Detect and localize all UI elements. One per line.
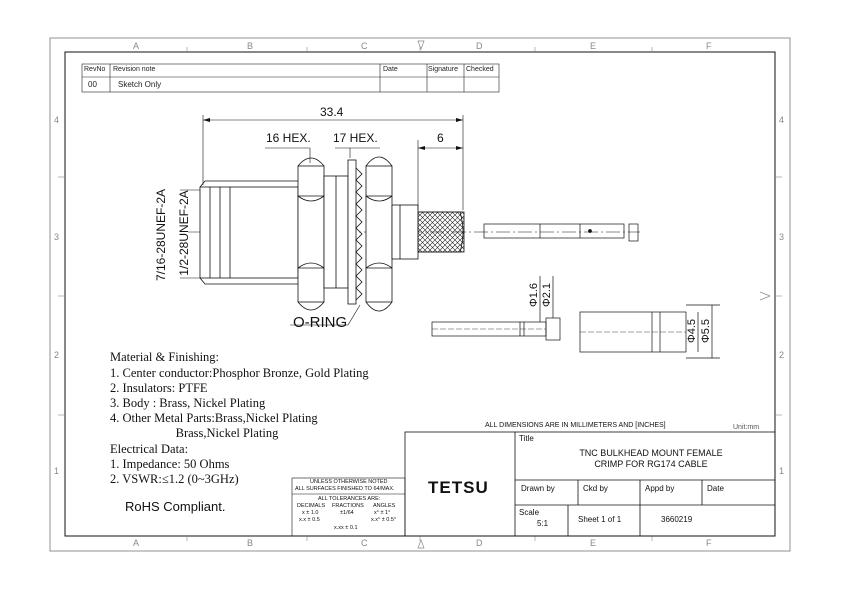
electrical-heading: Electrical Data: bbox=[110, 442, 189, 456]
dim-ferrule-d2: Φ5.5 bbox=[700, 318, 712, 344]
tol-col-decimals: DECIMALS bbox=[297, 503, 326, 509]
tol-line2: ALL SURFACES FINISHED TO 64/MAX. bbox=[295, 486, 395, 492]
tol-col-fractions: FRACTIONS bbox=[332, 503, 364, 509]
outer-frame bbox=[49, 37, 791, 552]
rev-header-date: Date bbox=[383, 66, 398, 73]
tol-frac-1: ±1/64 bbox=[340, 510, 354, 516]
zone-col-c-bottom: C bbox=[361, 538, 368, 548]
sheet-number: Sheet 1 of 1 bbox=[578, 515, 622, 524]
zone-col-e: E bbox=[590, 41, 597, 51]
oring-label: O-RING bbox=[293, 314, 348, 331]
zone-row-3: 3 bbox=[54, 232, 60, 242]
zone-col-f-bottom: F bbox=[706, 538, 712, 548]
zone-row-3-right: 3 bbox=[779, 232, 785, 242]
zone-col-a-bottom: A bbox=[133, 538, 140, 548]
company-name: TETSU bbox=[428, 478, 489, 497]
zone-col-b-bottom: B bbox=[247, 538, 254, 548]
material-item-4: 4. Other Metal Parts:Brass,Nickel Platin… bbox=[110, 411, 318, 425]
zone-row-1-right: 1 bbox=[779, 466, 785, 476]
dim-pin-d2: Φ2.1 bbox=[541, 282, 553, 308]
zone-ticks bbox=[58, 47, 782, 541]
zone-col-e-bottom: E bbox=[590, 538, 597, 548]
tol-dec-1: x ± 1.0 bbox=[302, 510, 319, 516]
dim-crimp-length: 6 bbox=[437, 131, 444, 145]
tol-dec-3: x.xx ± 0.1 bbox=[334, 525, 358, 531]
material-item-3: 3. Body : Brass, Nickel Plating bbox=[110, 396, 266, 410]
scale-label: Scale bbox=[519, 508, 540, 517]
tol-ang-2: x.x° ± 0.5° bbox=[371, 517, 397, 523]
rev-header-revno: RevNo bbox=[84, 66, 106, 73]
rev-header-signature: Signature bbox=[428, 66, 458, 73]
date-label: Date bbox=[707, 484, 724, 493]
zone-col-d-bottom: D bbox=[476, 538, 483, 548]
zone-col-c: C bbox=[361, 41, 368, 51]
dimension-arrows bbox=[203, 118, 463, 150]
material-item-1: 1. Center conductor:Phosphor Bronze, Gol… bbox=[110, 366, 369, 380]
drawn-by-label: Drawn by bbox=[521, 484, 555, 493]
dim-thread-outer: 7/16-28UNEF-2A bbox=[154, 188, 168, 282]
zone-row-4-right: 4 bbox=[779, 115, 785, 125]
rev-row-revno: 00 bbox=[88, 80, 97, 89]
rev-header-note: Revision note bbox=[113, 66, 156, 73]
ckd-by-label: Ckd by bbox=[583, 484, 608, 493]
dim-ferrule-d1: Φ4.5 bbox=[686, 318, 698, 344]
zone-row-4: 4 bbox=[54, 115, 60, 125]
units-note: ALL DIMENSIONS ARE IN MILLIMETERS AND [I… bbox=[485, 422, 666, 429]
dim-hex-17: 17 HEX. bbox=[333, 131, 378, 145]
title-line-1: TNC BULKHEAD MOUNT FEMALE bbox=[579, 448, 723, 458]
zone-col-a: A bbox=[133, 41, 140, 51]
dim-overall-length: 33.4 bbox=[320, 105, 344, 119]
drawing-number: 3660219 bbox=[661, 515, 693, 524]
title-line-2: CRIMP FOR RG174 CABLE bbox=[594, 459, 708, 469]
electrical-item-1: 1. Impedance: 50 Ohms bbox=[110, 457, 230, 471]
zone-row-2-right: 2 bbox=[779, 350, 785, 360]
rev-row-note: Sketch Only bbox=[118, 80, 162, 89]
unit-label: Unit:mm bbox=[733, 424, 760, 431]
material-item-2: 2. Insulators: PTFE bbox=[110, 381, 208, 395]
centering-marks bbox=[417, 40, 771, 549]
tolerance-block-frame bbox=[291, 477, 406, 537]
ferrule-detail bbox=[579, 304, 720, 359]
zone-col-b: B bbox=[247, 41, 254, 51]
dim-thread-inner: 1/2-28UNEF-2A bbox=[177, 190, 191, 276]
pin-detail bbox=[431, 276, 561, 341]
dim-pin-d1: Φ1.6 bbox=[528, 282, 540, 308]
zone-col-f: F bbox=[706, 41, 712, 51]
electrical-item-2: 2. VSWR:≤1.2 (0~3GHz) bbox=[110, 472, 239, 486]
material-item-5: Brass,Nickel Plating bbox=[110, 426, 279, 440]
connector-body bbox=[188, 156, 640, 312]
center-pin-exploded bbox=[483, 223, 639, 242]
tol-dec-2: x.x ± 0.5 bbox=[299, 517, 320, 523]
zone-row-1: 1 bbox=[54, 466, 60, 476]
appd-by-label: Appd by bbox=[645, 484, 675, 493]
scale-value: 5:1 bbox=[537, 519, 549, 528]
dim-hex-16: 16 HEX. bbox=[266, 131, 311, 145]
tol-ang-1: x° ± 1° bbox=[374, 510, 391, 516]
zone-row-2: 2 bbox=[54, 350, 60, 360]
dimension-lines bbox=[180, 115, 464, 326]
tol-line1: UNLESS OTHERWISE NOTED bbox=[310, 479, 388, 485]
title-label: Title bbox=[519, 434, 534, 443]
rohs-note: RoHS Compliant. bbox=[125, 499, 226, 514]
rev-header-checked: Checked bbox=[466, 66, 494, 73]
zone-col-d: D bbox=[476, 41, 483, 51]
tol-col-angles: ANGLES bbox=[373, 503, 396, 509]
material-heading: Material & Finishing: bbox=[110, 350, 220, 364]
revision-table bbox=[81, 63, 500, 93]
tol-line3: ALL TOLERANCES ARE: bbox=[318, 496, 381, 502]
